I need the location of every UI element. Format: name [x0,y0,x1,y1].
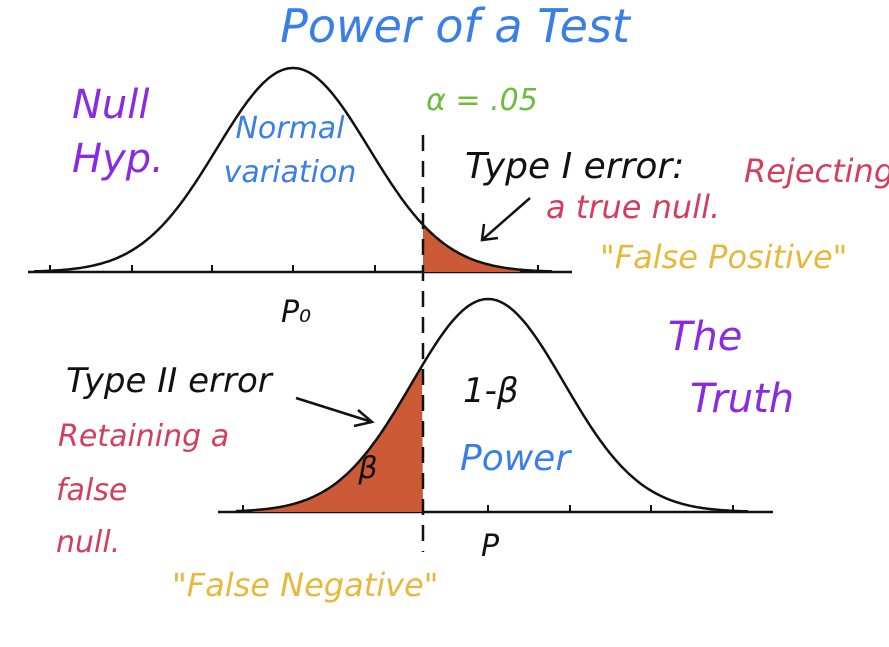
type-one-error-arrow [481,197,531,241]
type-two-error-arrowhead [353,409,375,428]
power-area-label: 1-β [463,371,519,411]
power-label: Power [460,438,572,479]
null-distribution-curve [33,66,553,273]
normal-variation-line1: Normal [235,111,345,146]
type-two-error-region [252,365,423,512]
type-two-error-desc-line1: Retaining a [58,419,229,454]
type-one-error-heading: Type I error: [465,146,684,187]
type-two-error-nickname: "False Negative" [172,566,438,604]
beta-label: β [357,451,377,486]
type-two-error-heading: Type II error [66,361,274,401]
null-hyp-label-line1: Null [72,82,150,128]
type-one-error-desc-line1: Rejecting [744,152,889,190]
truth-label-line1: The [668,314,742,360]
type-two-error-desc-line3: null. [56,525,120,560]
null-hyp-label-line2: Hyp. [72,136,164,182]
type-one-error-arrowhead [480,223,499,242]
type-one-error-nickname: "False Positive" [600,238,847,276]
type-two-error-desc-line2: false [56,473,127,508]
type-two-error-arrow [295,396,373,424]
alpha-label: α = .05 [426,83,538,118]
diagram-title: Power of a Test [280,0,632,53]
null-mean-label: P₀ [281,295,311,330]
truth-mean-label: P [481,529,500,564]
type-one-error-desc-line2: a true null. [546,188,720,226]
truth-distribution-curve [235,297,749,513]
truth-label-line2: Truth [690,376,794,422]
normal-variation-line2: variation [224,155,357,190]
type-one-error-region [423,224,520,272]
